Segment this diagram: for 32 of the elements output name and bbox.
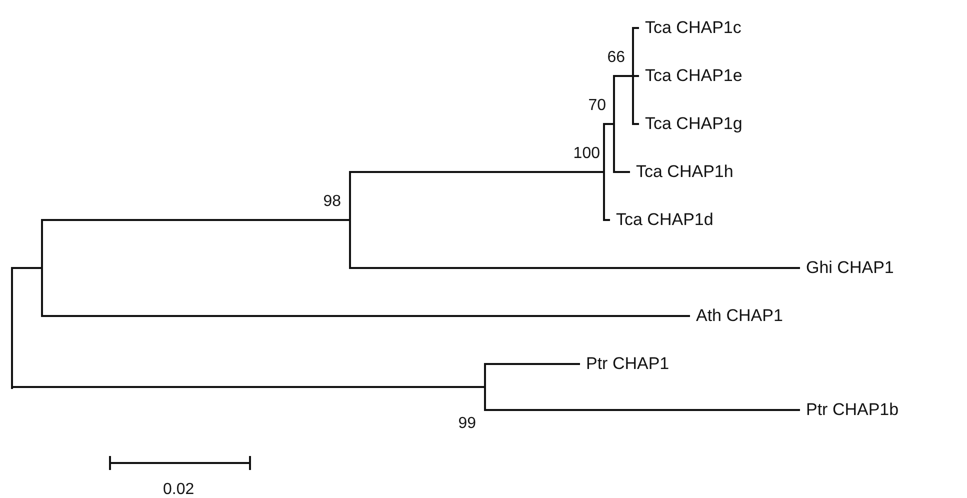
- taxon-label: Ptr CHAP1: [580, 354, 670, 374]
- taxon-label: Ghi CHAP1: [800, 258, 894, 278]
- taxon-label: Tca CHAP1c: [639, 18, 742, 38]
- branch-line: [614, 171, 630, 173]
- taxon-label: Tca CHAP1h: [630, 162, 734, 182]
- branch-line: [42, 315, 690, 317]
- taxon-label: Ptr CHAP1b: [800, 400, 899, 420]
- branch-line: [485, 363, 580, 365]
- scale-label: 0.02: [163, 481, 194, 498]
- bootstrap-value: 98: [323, 193, 341, 211]
- taxon-label: Tca CHAP1g: [639, 114, 742, 134]
- clade-node-line: [484, 363, 486, 411]
- clade-node-line: [41, 219, 43, 317]
- bootstrap-value: 99: [458, 415, 476, 433]
- branch-line: [350, 267, 800, 269]
- bootstrap-value: 66: [607, 49, 625, 67]
- taxon-label: Tca CHAP1e: [639, 66, 742, 86]
- branch-line: [485, 409, 800, 411]
- branch-line: [42, 219, 349, 221]
- clade-node-line: [603, 123, 605, 221]
- branch-line: [350, 171, 603, 173]
- clade-node-line: [632, 27, 634, 125]
- bootstrap-value: 100: [573, 145, 600, 163]
- clade-node-line: [349, 171, 351, 269]
- branch-line: [614, 75, 632, 77]
- branch-line: [12, 386, 484, 388]
- clade-node-line: [613, 75, 615, 173]
- taxon-label: Tca CHAP1d: [610, 210, 714, 230]
- bootstrap-value: 70: [588, 97, 606, 115]
- clade-node-line: [11, 267, 13, 389]
- taxon-label: Ath CHAP1: [690, 306, 783, 326]
- branch-line: [12, 267, 41, 269]
